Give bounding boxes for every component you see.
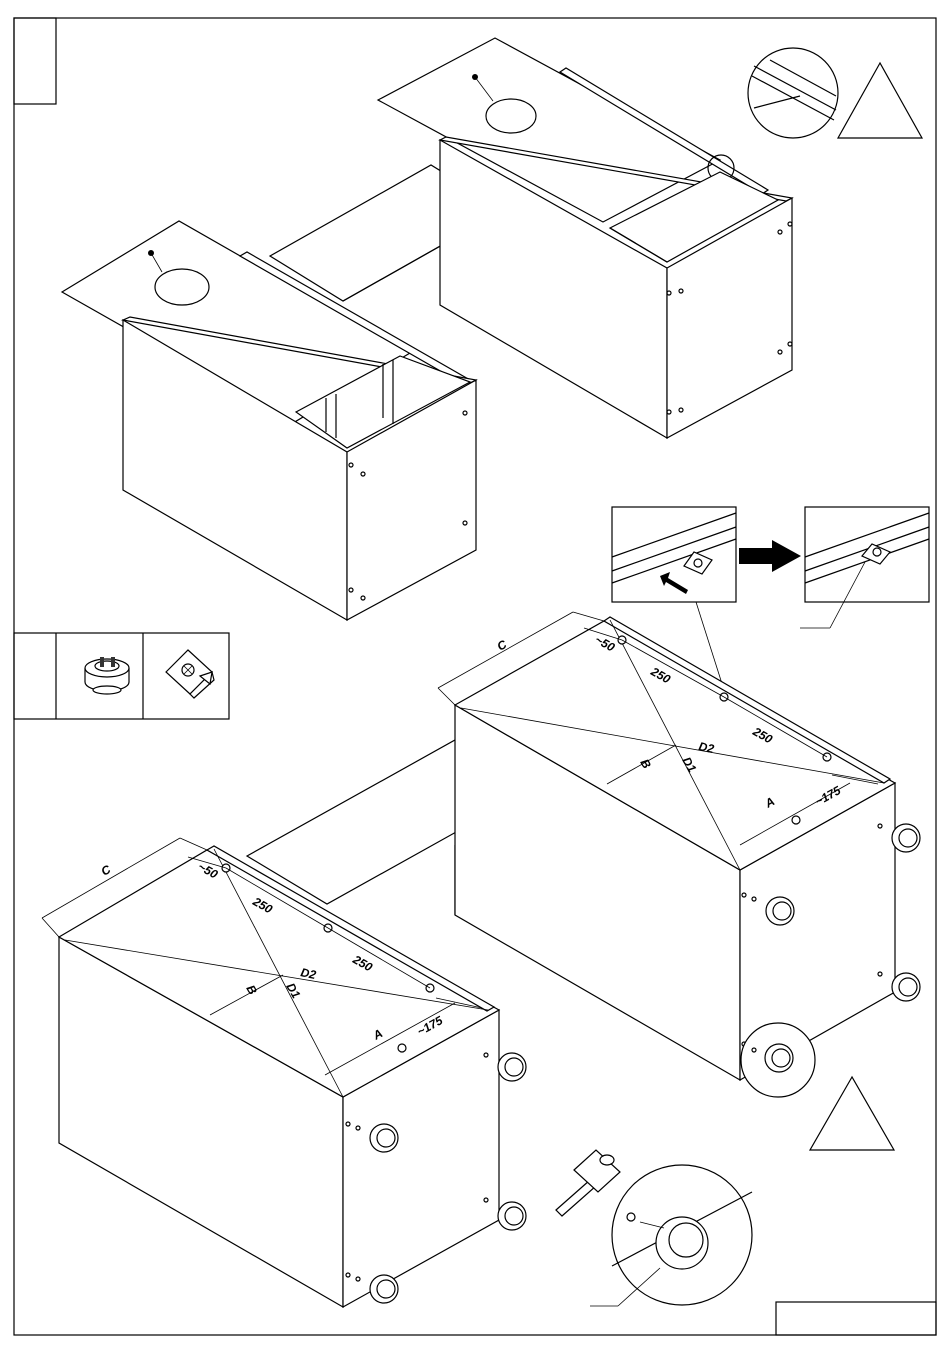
- step-number-box-1: [14, 18, 56, 104]
- cutout-left: [155, 269, 209, 305]
- caster-foot: [498, 1053, 526, 1081]
- caster-foot-icon: [85, 657, 129, 694]
- caster-foot: [498, 1202, 526, 1230]
- caster-foot: [892, 973, 920, 1001]
- caster-foot: [370, 1275, 398, 1303]
- dim-c: C: [99, 862, 114, 879]
- dim-c: C: [495, 637, 510, 654]
- page-number-box: [776, 1302, 936, 1335]
- caster-foot: [766, 897, 794, 925]
- detail-magnifier-foot: [590, 1165, 752, 1306]
- cutout-right: [486, 99, 536, 133]
- mallet-icon: [556, 1150, 620, 1216]
- left-cabinet-lower: [42, 838, 526, 1307]
- bracket-detail-before: [612, 507, 736, 602]
- right-cabinet-lower: [438, 612, 920, 1097]
- corner-bracket-icon: [166, 650, 214, 698]
- caution-triangle-icon: [838, 63, 922, 138]
- detail-magnifier-top: [748, 48, 838, 138]
- caution-triangle-icon-bottom: [810, 1077, 894, 1150]
- bracket-detail-after: [800, 507, 929, 628]
- caster-foot: [370, 1124, 398, 1152]
- caster-foot: [892, 824, 920, 852]
- arrow-right-icon: [739, 540, 801, 572]
